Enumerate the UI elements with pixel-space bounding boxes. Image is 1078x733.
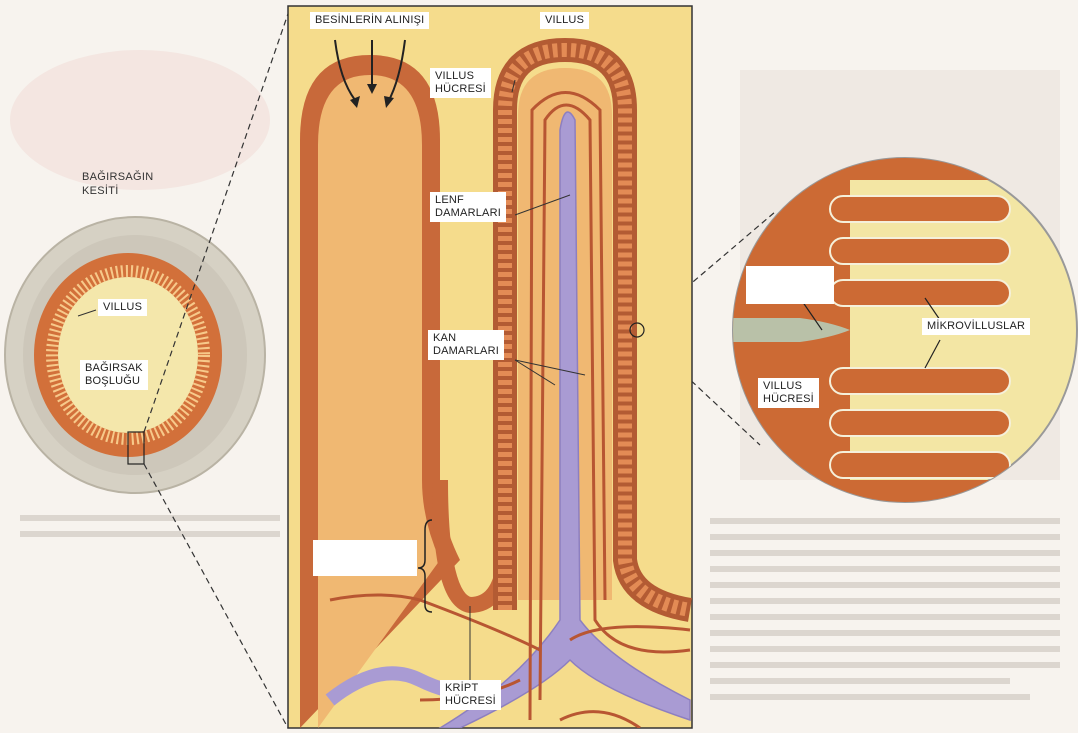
label-villus-cell-zoom: VILLUS HÜCRESİ (758, 378, 819, 408)
label-blood-line2: DAMARLARI (433, 345, 499, 358)
label-blood-vessels: KAN DAMARLARI (428, 330, 504, 360)
background-blob (10, 50, 270, 190)
label-cross-section-line1: BAĞIRSAĞIN (82, 170, 153, 184)
label-villus-cell-zoom-line2: HÜCRESİ (763, 393, 814, 406)
label-lymph-line2: DAMARLARI (435, 207, 501, 220)
label-lumen-line2: BOŞLUĞU (85, 375, 143, 388)
label-lumen-line1: BAĞIRSAK (85, 362, 143, 375)
label-villus-cell: VILLUS HÜCRESİ (430, 68, 491, 98)
label-crypt-cell: KRİPT HÜCRESİ (440, 680, 501, 710)
blank-label-crypt-region (313, 540, 417, 576)
blank-label-zoom (746, 266, 834, 304)
label-microvilli: MİKROVİLLUSLAR (922, 318, 1030, 335)
label-cross-section: BAĞIRSAĞIN KESİTİ (82, 170, 153, 198)
label-lymph-line1: LENF (435, 194, 501, 207)
label-villus-top: VILLUS (540, 12, 589, 29)
label-villus-cell-line2: HÜCRESİ (435, 83, 486, 96)
label-crypt-line1: KRİPT (445, 682, 496, 695)
label-lumen: BAĞIRSAK BOŞLUĞU (80, 360, 148, 390)
intestine-cross-section (5, 217, 265, 493)
label-cross-section-line2: KESİTİ (82, 184, 153, 198)
label-blood-line1: KAN (433, 332, 499, 345)
label-crypt-line2: HÜCRESİ (445, 695, 496, 708)
label-lymph-vessels: LENF DAMARLARI (430, 192, 506, 222)
label-villus-cell-zoom-line1: VILLUS (763, 380, 814, 393)
label-villus-small: VILLUS (98, 299, 147, 316)
label-absorption: BESİNLERİN ALINIŞI (310, 12, 429, 29)
label-villus-cell-line1: VILLUS (435, 70, 486, 83)
